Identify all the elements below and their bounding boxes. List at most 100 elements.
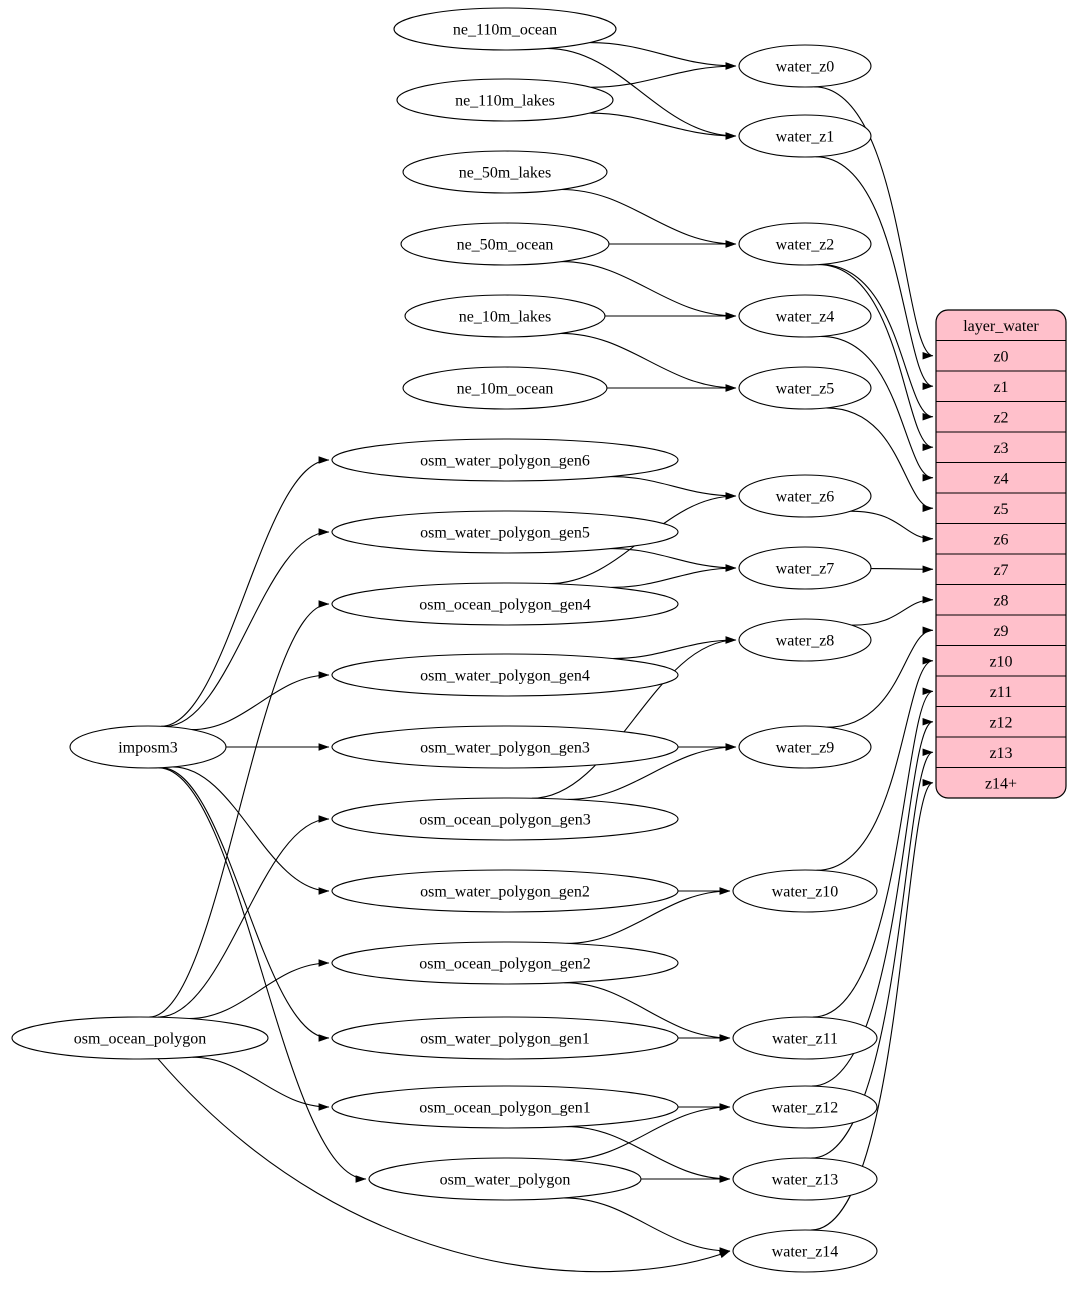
- node-label-osm_ocean_polygon: osm_ocean_polygon: [74, 1031, 206, 1048]
- node-osm_water_polygon_gen6: osm_water_polygon_gen6: [331, 438, 679, 482]
- edge-osm_water_polygon-to-water_z14: [564, 1197, 731, 1255]
- node-label-water_z11: water_z11: [772, 1031, 838, 1048]
- edge-imposm3-to-osm_water_polygon_gen1: [160, 767, 330, 1042]
- edge-water_z8-to-z8: [851, 596, 934, 626]
- node-water_z8: water_z8: [738, 618, 872, 662]
- node-imposm3: imposm3: [69, 725, 227, 769]
- node-ne_10m_ocean: ne_10m_ocean: [402, 366, 608, 410]
- record-row-z3: z3: [993, 440, 1008, 457]
- node-label-ne_110m_lakes: ne_110m_lakes: [455, 93, 555, 110]
- record-row-z12: z12: [989, 714, 1012, 731]
- node-label-ne_10m_ocean: ne_10m_ocean: [457, 381, 554, 398]
- node-label-water_z7: water_z7: [776, 561, 835, 578]
- edge-water_z11-to-z11: [812, 687, 934, 1018]
- node-label-osm_water_polygon_gen4: osm_water_polygon_gen4: [420, 668, 590, 685]
- edge-water_z4-to-z4: [821, 335, 934, 482]
- node-label-osm_water_polygon_gen6: osm_water_polygon_gen6: [420, 453, 590, 470]
- edge-osm_ocean_polygon_gen2-to-water_z11: [564, 982, 731, 1042]
- node-osm_water_polygon_gen5: osm_water_polygon_gen5: [331, 510, 679, 554]
- edge-osm_ocean_polygon-to-osm_ocean_polygon_gen2: [188, 959, 330, 1020]
- node-label-water_z5: water_z5: [776, 381, 835, 398]
- nodes-layer: ne_110m_ocean ne_110m_lakes ne_50m_lakesne…: [11, 7, 878, 1273]
- node-water_z2: water_z2: [738, 222, 872, 266]
- edge-water_z10-to-z10: [816, 657, 934, 871]
- node-osm_ocean_polygon_gen4: osm_ocean_polygon_gen4: [331, 582, 679, 626]
- node-label-water_z6: water_z6: [776, 489, 835, 506]
- record-row-z9: z9: [993, 623, 1008, 640]
- record-row-z7: z7: [993, 562, 1008, 579]
- node-label-ne_10m_lakes: ne_10m_lakes: [459, 309, 551, 326]
- node-ne_110m_lakes: ne_110m_lakes: [396, 78, 614, 122]
- record-row-z10: z10: [989, 653, 1012, 670]
- edge-ne_110m_lakes-to-water_z0: [591, 62, 737, 88]
- record-row-z1: z1: [993, 379, 1008, 396]
- node-water_z5: water_z5: [738, 366, 872, 410]
- node-osm_water_polygon: osm_water_polygon: [368, 1157, 642, 1201]
- node-label-osm_water_polygon_gen5: osm_water_polygon_gen5: [420, 525, 590, 542]
- node-label-ne_50m_ocean: ne_50m_ocean: [457, 237, 554, 254]
- edge-osm_ocean_polygon_gen3-to-water_z8: [531, 636, 737, 799]
- edge-water_z9-to-z9: [826, 626, 934, 728]
- edge-imposm3-to-osm_water_polygon_gen4: [191, 671, 330, 731]
- edge-osm_ocean_polygon_gen2-to-water_z10: [566, 887, 731, 944]
- record-row-z6: z6: [993, 531, 1008, 548]
- edge-osm_ocean_polygon_gen3-to-water_z9: [567, 743, 737, 800]
- node-osm_ocean_polygon_gen2: osm_ocean_polygon_gen2: [331, 941, 679, 985]
- node-water_z14: water_z14: [732, 1229, 878, 1273]
- record-row-z0: z0: [993, 348, 1008, 365]
- record-row-z2: z2: [993, 409, 1008, 426]
- node-ne_110m_ocean: ne_110m_ocean: [393, 7, 617, 51]
- edge-ne_110m_lakes-to-water_z1: [589, 112, 737, 140]
- edge-water_z2-to-z3: [817, 264, 934, 451]
- edge-osm_ocean_polygon-to-water_z14: [157, 1058, 731, 1273]
- edge-water_z2-to-z2: [820, 263, 934, 421]
- edge-osm_water_polygon_gen4-to-water_z8: [613, 636, 737, 660]
- node-ne_10m_lakes: ne_10m_lakes: [404, 294, 606, 338]
- node-label-osm_water_polygon_gen2: osm_water_polygon_gen2: [420, 884, 590, 901]
- edge-osm_ocean_polygon_gen1-to-water_z13: [566, 1126, 731, 1183]
- node-label-water_z14: water_z14: [772, 1244, 839, 1261]
- node-label-water_z0: water_z0: [776, 59, 835, 76]
- edge-osm_water_polygon-to-water_z12: [564, 1103, 731, 1161]
- node-osm_ocean_polygon: osm_ocean_polygon: [11, 1016, 269, 1060]
- node-label-ne_50m_lakes: ne_50m_lakes: [459, 165, 551, 182]
- node-label-osm_ocean_polygon_gen3: osm_ocean_polygon_gen3: [419, 812, 591, 829]
- node-label-osm_ocean_polygon_gen4: osm_ocean_polygon_gen4: [419, 597, 591, 614]
- edge-osm_ocean_polygon-to-osm_ocean_polygon_gen1: [192, 1056, 330, 1111]
- edge-water_z14-to-z14+: [810, 779, 934, 1231]
- edge-imposm3-to-osm_water_polygon_gen5: [165, 528, 330, 728]
- edge-water_z7-to-z7: [870, 565, 934, 573]
- edge-water_z5-to-z5: [826, 407, 934, 512]
- node-label-water_z13: water_z13: [772, 1172, 839, 1189]
- record-row-z5: z5: [993, 501, 1008, 518]
- node-label-water_z4: water_z4: [776, 309, 835, 326]
- edge-osm_ocean_polygon_gen4-to-water_z7: [611, 564, 737, 588]
- node-label-osm_water_polygon: osm_water_polygon: [440, 1172, 571, 1189]
- node-label-osm_ocean_polygon_gen2: osm_ocean_polygon_gen2: [419, 956, 591, 973]
- edge-ne_110m_ocean-to-water_z1: [546, 47, 737, 140]
- edge-ne_50m_lakes-to-water_z2: [561, 188, 737, 248]
- node-label-water_z10: water_z10: [772, 884, 839, 901]
- edge-osm_water_polygon_gen5-to-water_z7: [611, 548, 737, 572]
- node-water_z1: water_z1: [738, 114, 872, 158]
- edges-layer: [149, 42, 934, 1273]
- node-label-water_z1: water_z1: [776, 129, 835, 146]
- node-water_z6: water_z6: [738, 474, 872, 518]
- edge-imposm3-to-osm_water_polygon_gen2: [172, 766, 330, 895]
- edge-osm_ocean_polygon-to-osm_ocean_polygon_gen4: [149, 600, 330, 1018]
- record-row-z11: z11: [990, 684, 1013, 701]
- node-ne_50m_lakes: ne_50m_lakes: [402, 150, 608, 194]
- edge-water_z6-to-z6: [850, 510, 934, 543]
- node-osm_water_polygon_gen1: osm_water_polygon_gen1: [331, 1016, 679, 1060]
- node-water_z11: water_z11: [732, 1016, 878, 1060]
- node-osm_water_polygon_gen2: osm_water_polygon_gen2: [331, 869, 679, 913]
- edge-imposm3-to-osm_water_polygon_gen6: [161, 456, 330, 727]
- record-row-z14+: z14+: [985, 775, 1017, 792]
- node-label-osm_ocean_polygon_gen1: osm_ocean_polygon_gen1: [419, 1100, 591, 1117]
- edge-ne_110m_ocean-to-water_z0: [589, 42, 737, 70]
- record-row-z8: z8: [993, 592, 1008, 609]
- node-label-imposm3: imposm3: [118, 740, 178, 757]
- record-layer: layer_waterz0z1z2z3z4z5z6z7z8z9z10z11z12…: [935, 309, 1067, 799]
